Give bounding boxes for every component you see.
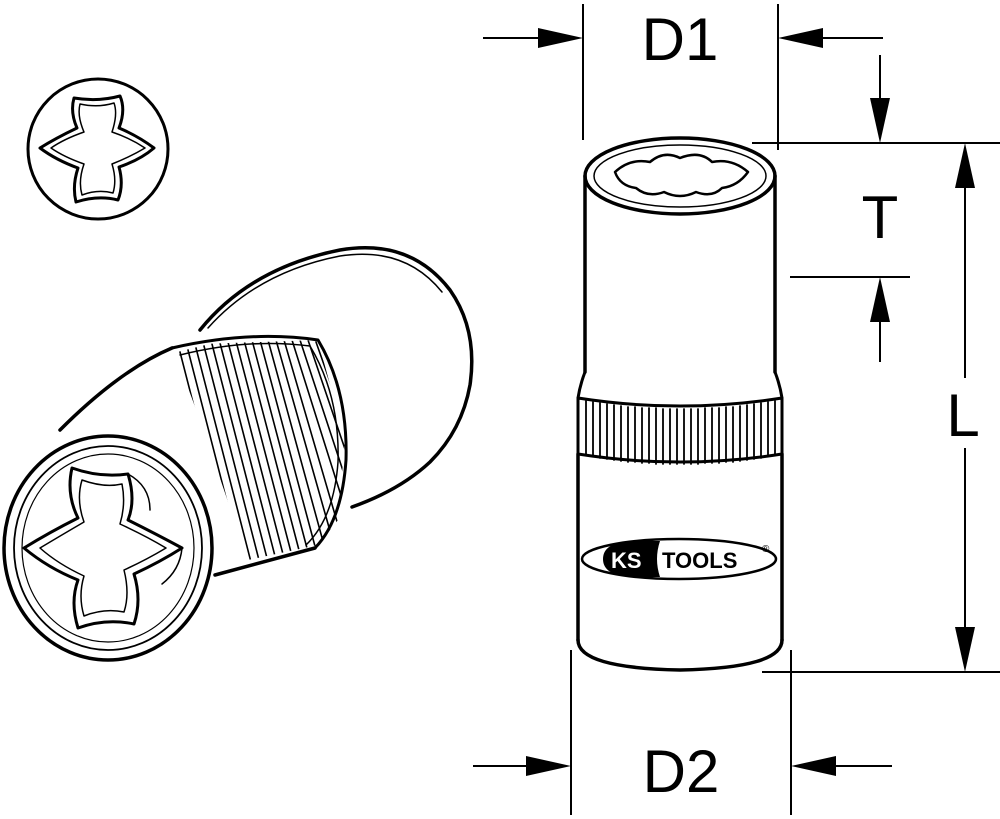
d2-left-arrowhead bbox=[526, 756, 571, 776]
socket-bottom-edge bbox=[576, 638, 784, 672]
label-d2: D2 bbox=[643, 738, 720, 805]
d2-right-arrowhead bbox=[791, 756, 836, 776]
logo-brand-left: KS bbox=[611, 548, 642, 573]
d1-right-arrowhead bbox=[778, 28, 823, 48]
label-d1: D1 bbox=[642, 6, 719, 73]
d1-left-arrowhead bbox=[538, 28, 583, 48]
t-bottom-arrowhead bbox=[870, 277, 890, 322]
socket-side-view bbox=[576, 136, 784, 672]
socket-front-body bbox=[58, 346, 174, 432]
t-top-arrowhead bbox=[870, 98, 890, 143]
socket-knurl-band bbox=[170, 334, 348, 550]
l-bottom-arrowhead bbox=[955, 627, 975, 672]
socket-torx-opening bbox=[22, 466, 184, 630]
dimension-arrowheads bbox=[526, 28, 975, 776]
label-t: T bbox=[862, 184, 899, 251]
socket-drive-body bbox=[198, 246, 474, 509]
ks-tools-logo: KS TOOLS ® bbox=[580, 537, 778, 581]
l-top-arrowhead bbox=[955, 143, 975, 188]
socket-isometric-view bbox=[2, 246, 474, 662]
dimension-lines bbox=[473, 4, 1000, 815]
socket-front-face bbox=[2, 434, 214, 662]
label-l: L bbox=[946, 382, 979, 449]
logo-registered-mark: ® bbox=[762, 544, 770, 555]
socket-top-rim bbox=[583, 136, 777, 216]
socket-top-torx bbox=[613, 153, 750, 198]
logo-brand-right: TOOLS bbox=[662, 548, 737, 573]
torx-star-icon bbox=[26, 77, 170, 221]
socket-side-knurl bbox=[576, 396, 784, 464]
